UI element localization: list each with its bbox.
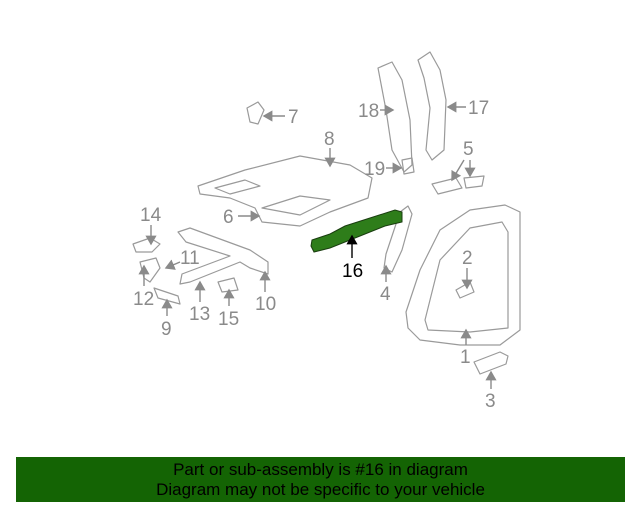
svg-text:13: 13 bbox=[189, 304, 210, 325]
banner-line-2: Diagram may not be specific to your vehi… bbox=[156, 480, 485, 499]
info-banner: Part or sub-assembly is #16 in diagram D… bbox=[16, 457, 625, 502]
svg-text:10: 10 bbox=[255, 294, 276, 315]
callout-2[interactable]: 2 bbox=[461, 248, 473, 290]
svg-text:14: 14 bbox=[140, 205, 162, 226]
callout-16[interactable]: 16 bbox=[342, 234, 363, 282]
callout-3[interactable]: 3 bbox=[485, 370, 497, 412]
part-14-bracket[interactable] bbox=[132, 237, 161, 253]
part-5-brackets[interactable] bbox=[431, 175, 485, 195]
callout-9[interactable]: 9 bbox=[161, 298, 173, 340]
svg-text:18: 18 bbox=[358, 101, 379, 122]
svg-text:16: 16 bbox=[342, 261, 363, 282]
part-13-crossmember[interactable] bbox=[177, 227, 269, 285]
callout-7[interactable]: 7 bbox=[262, 107, 299, 128]
callout-12[interactable]: 12 bbox=[133, 264, 154, 310]
svg-text:1: 1 bbox=[460, 347, 471, 368]
svg-text:7: 7 bbox=[288, 107, 299, 128]
part-4-pillar[interactable] bbox=[383, 205, 413, 273]
callout-13[interactable]: 13 bbox=[189, 280, 210, 325]
part-17-pillar-trim[interactable] bbox=[417, 51, 447, 161]
part-18-pillar-reinforcement[interactable] bbox=[377, 61, 413, 173]
part-16-rocker-reinforcement[interactable] bbox=[310, 209, 403, 253]
svg-text:19: 19 bbox=[364, 159, 385, 180]
part-11-12-bracket[interactable] bbox=[139, 257, 161, 283]
banner-line-1: Part or sub-assembly is #16 in diagram bbox=[173, 460, 468, 479]
svg-text:8: 8 bbox=[324, 129, 335, 150]
callout-14[interactable]: 14 bbox=[140, 205, 162, 246]
svg-text:15: 15 bbox=[218, 309, 239, 330]
svg-text:12: 12 bbox=[133, 289, 154, 310]
callout-4[interactable]: 4 bbox=[380, 264, 392, 305]
part-1-side-frame[interactable] bbox=[405, 204, 521, 346]
part-15-bracket[interactable] bbox=[217, 277, 239, 293]
svg-text:2: 2 bbox=[462, 248, 473, 269]
callout-1[interactable]: 1 bbox=[460, 328, 472, 368]
part-7-bracket[interactable] bbox=[246, 101, 265, 125]
part-3-sill-plate[interactable] bbox=[473, 351, 509, 375]
callout-11[interactable]: 11 bbox=[164, 248, 200, 270]
callout-8[interactable]: 8 bbox=[324, 129, 336, 168]
part-19-clip[interactable] bbox=[401, 157, 415, 175]
callout-17[interactable]: 17 bbox=[446, 98, 489, 119]
svg-text:4: 4 bbox=[380, 284, 391, 305]
callout-5[interactable]: 5 bbox=[451, 139, 476, 182]
callout-10[interactable]: 10 bbox=[255, 270, 276, 315]
svg-text:6: 6 bbox=[223, 207, 234, 228]
part-9-bracket[interactable] bbox=[153, 287, 181, 305]
svg-text:9: 9 bbox=[161, 319, 172, 340]
svg-text:3: 3 bbox=[485, 391, 496, 412]
callout-18[interactable]: 18 bbox=[358, 101, 395, 122]
callout-15[interactable]: 15 bbox=[218, 288, 239, 330]
part-6-8-floor-pan[interactable] bbox=[197, 155, 373, 227]
part-2-bracket[interactable] bbox=[455, 281, 475, 299]
svg-text:17: 17 bbox=[468, 98, 489, 119]
callout-6[interactable]: 6 bbox=[223, 207, 261, 228]
svg-text:11: 11 bbox=[180, 248, 200, 269]
callout-19[interactable]: 19 bbox=[364, 159, 403, 180]
svg-text:5: 5 bbox=[463, 139, 474, 160]
